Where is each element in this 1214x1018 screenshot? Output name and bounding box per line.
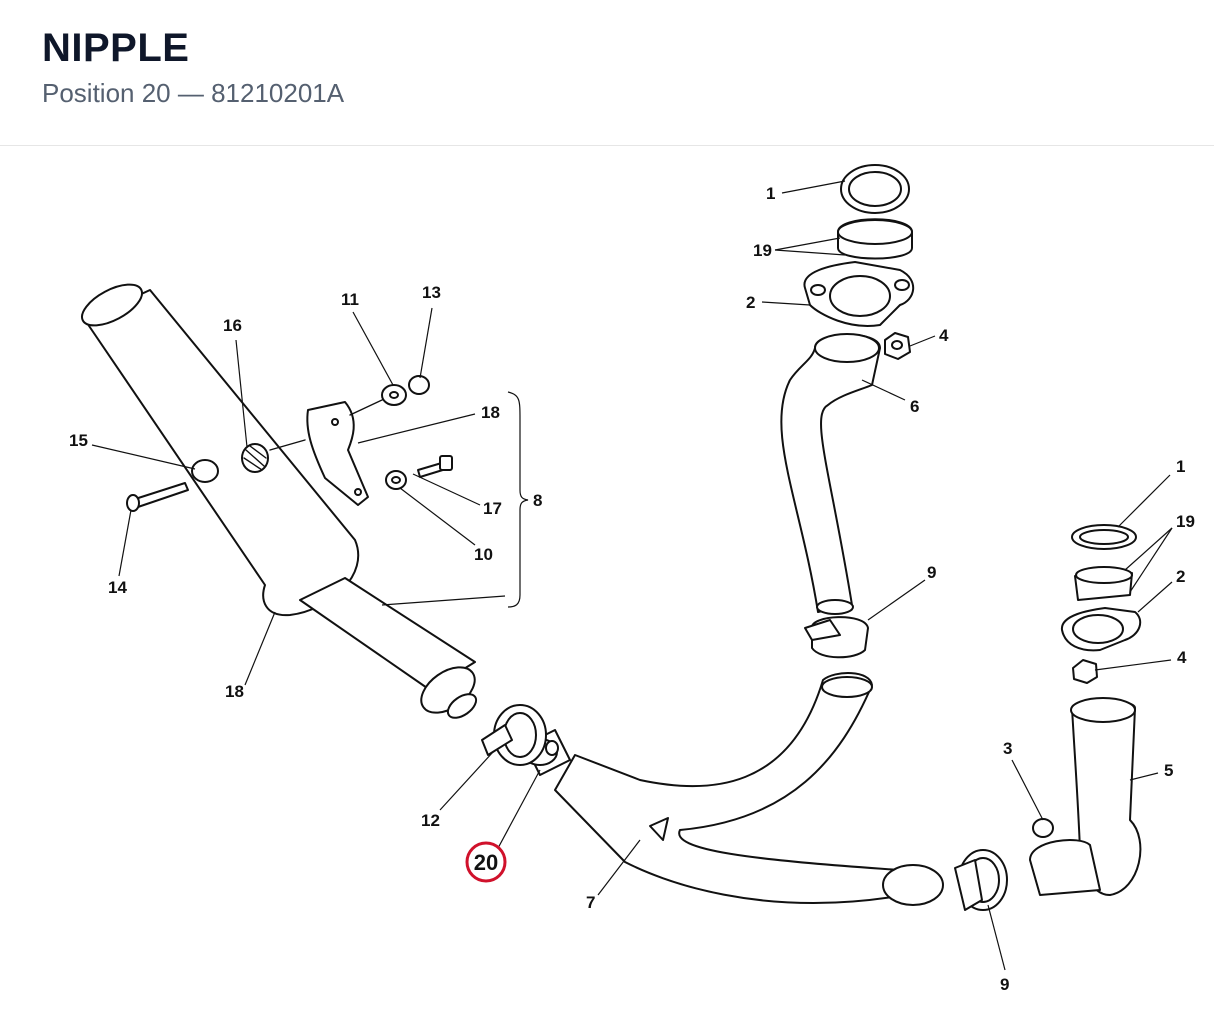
callout-14[interactable]: 14 <box>108 578 127 597</box>
highlight-ring <box>465 841 507 883</box>
callout-6[interactable]: 6 <box>910 397 919 416</box>
callout-7[interactable]: 7 <box>586 893 595 912</box>
header-pipe-6[interactable] <box>780 333 881 615</box>
callout-labels: 1 19 2 4 6 9 1 19 2 4 3 5 9 7 12 18 18 8… <box>69 184 1195 994</box>
screw-3[interactable] <box>1032 818 1054 838</box>
page-subtitle: Position 20 — 81210201A <box>42 78 345 108</box>
clamp-9-upper[interactable] <box>804 616 869 659</box>
exploded-parts-diagram: 1 19 2 4 6 9 1 19 2 4 3 5 9 7 12 18 18 8… <box>69 164 1195 994</box>
leader-lines <box>91 180 1173 971</box>
gasket-1-lower[interactable] <box>1071 524 1137 550</box>
callout-18-upper[interactable]: 18 <box>481 403 500 422</box>
page-title: NIPPLE <box>42 26 190 70</box>
callout-2-lower[interactable]: 2 <box>1176 567 1185 586</box>
callout-11[interactable]: 11 <box>341 290 359 309</box>
page-header: NIPPLE Position 20 — 81210201A <box>0 0 1214 146</box>
header-pipe-5[interactable] <box>1029 697 1142 896</box>
callout-16[interactable]: 16 <box>223 316 242 335</box>
callout-19-upper[interactable]: 19 <box>753 241 772 260</box>
highlight-label: 20 <box>474 850 498 875</box>
callout-9-upper[interactable]: 9 <box>927 563 936 582</box>
callout-18-lower[interactable]: 18 <box>225 682 244 701</box>
clamp-12[interactable] <box>481 704 547 766</box>
callout-4-upper[interactable]: 4 <box>939 326 949 345</box>
callout-13[interactable]: 13 <box>422 283 441 302</box>
callout-19-lower[interactable]: 19 <box>1176 512 1195 531</box>
mounting-bolt-14[interactable] <box>126 482 189 512</box>
callout-1-lower[interactable]: 1 <box>1176 457 1185 476</box>
y-pipe-7[interactable] <box>554 672 944 906</box>
nut-13[interactable] <box>408 375 430 395</box>
half-rings-19-lower[interactable] <box>1074 566 1133 601</box>
half-rings-19-upper[interactable] <box>837 218 913 260</box>
highlighted-callout-20[interactable]: 20 <box>465 841 507 883</box>
nut-4-lower[interactable] <box>1072 659 1098 684</box>
muffler-bracket[interactable] <box>306 401 369 506</box>
gasket-1-upper[interactable] <box>840 164 910 214</box>
callout-10[interactable]: 10 <box>474 545 493 564</box>
rubber-grommet-16[interactable] <box>241 443 269 473</box>
flange-2-lower[interactable] <box>1061 607 1142 652</box>
washer-10[interactable] <box>385 470 407 490</box>
callout-4-lower[interactable]: 4 <box>1177 648 1187 667</box>
callout-9-lower[interactable]: 9 <box>1000 975 1009 994</box>
callout-12[interactable]: 12 <box>421 811 440 830</box>
clamp-9-lower[interactable] <box>954 849 1008 911</box>
flange-2-upper[interactable] <box>803 261 915 327</box>
callout-5[interactable]: 5 <box>1164 761 1173 780</box>
screw-17[interactable] <box>417 455 453 478</box>
callout-15[interactable]: 15 <box>69 431 88 450</box>
callout-3[interactable]: 3 <box>1003 739 1012 758</box>
callout-8[interactable]: 8 <box>533 491 542 510</box>
washer-11[interactable] <box>381 384 407 406</box>
callout-2-upper[interactable]: 2 <box>746 293 755 312</box>
nut-4-upper[interactable] <box>884 332 911 360</box>
muffler-part[interactable] <box>76 276 483 722</box>
spacer-15[interactable] <box>191 459 219 483</box>
callout-17[interactable]: 17 <box>483 499 502 518</box>
callout-1-upper[interactable]: 1 <box>766 184 775 203</box>
